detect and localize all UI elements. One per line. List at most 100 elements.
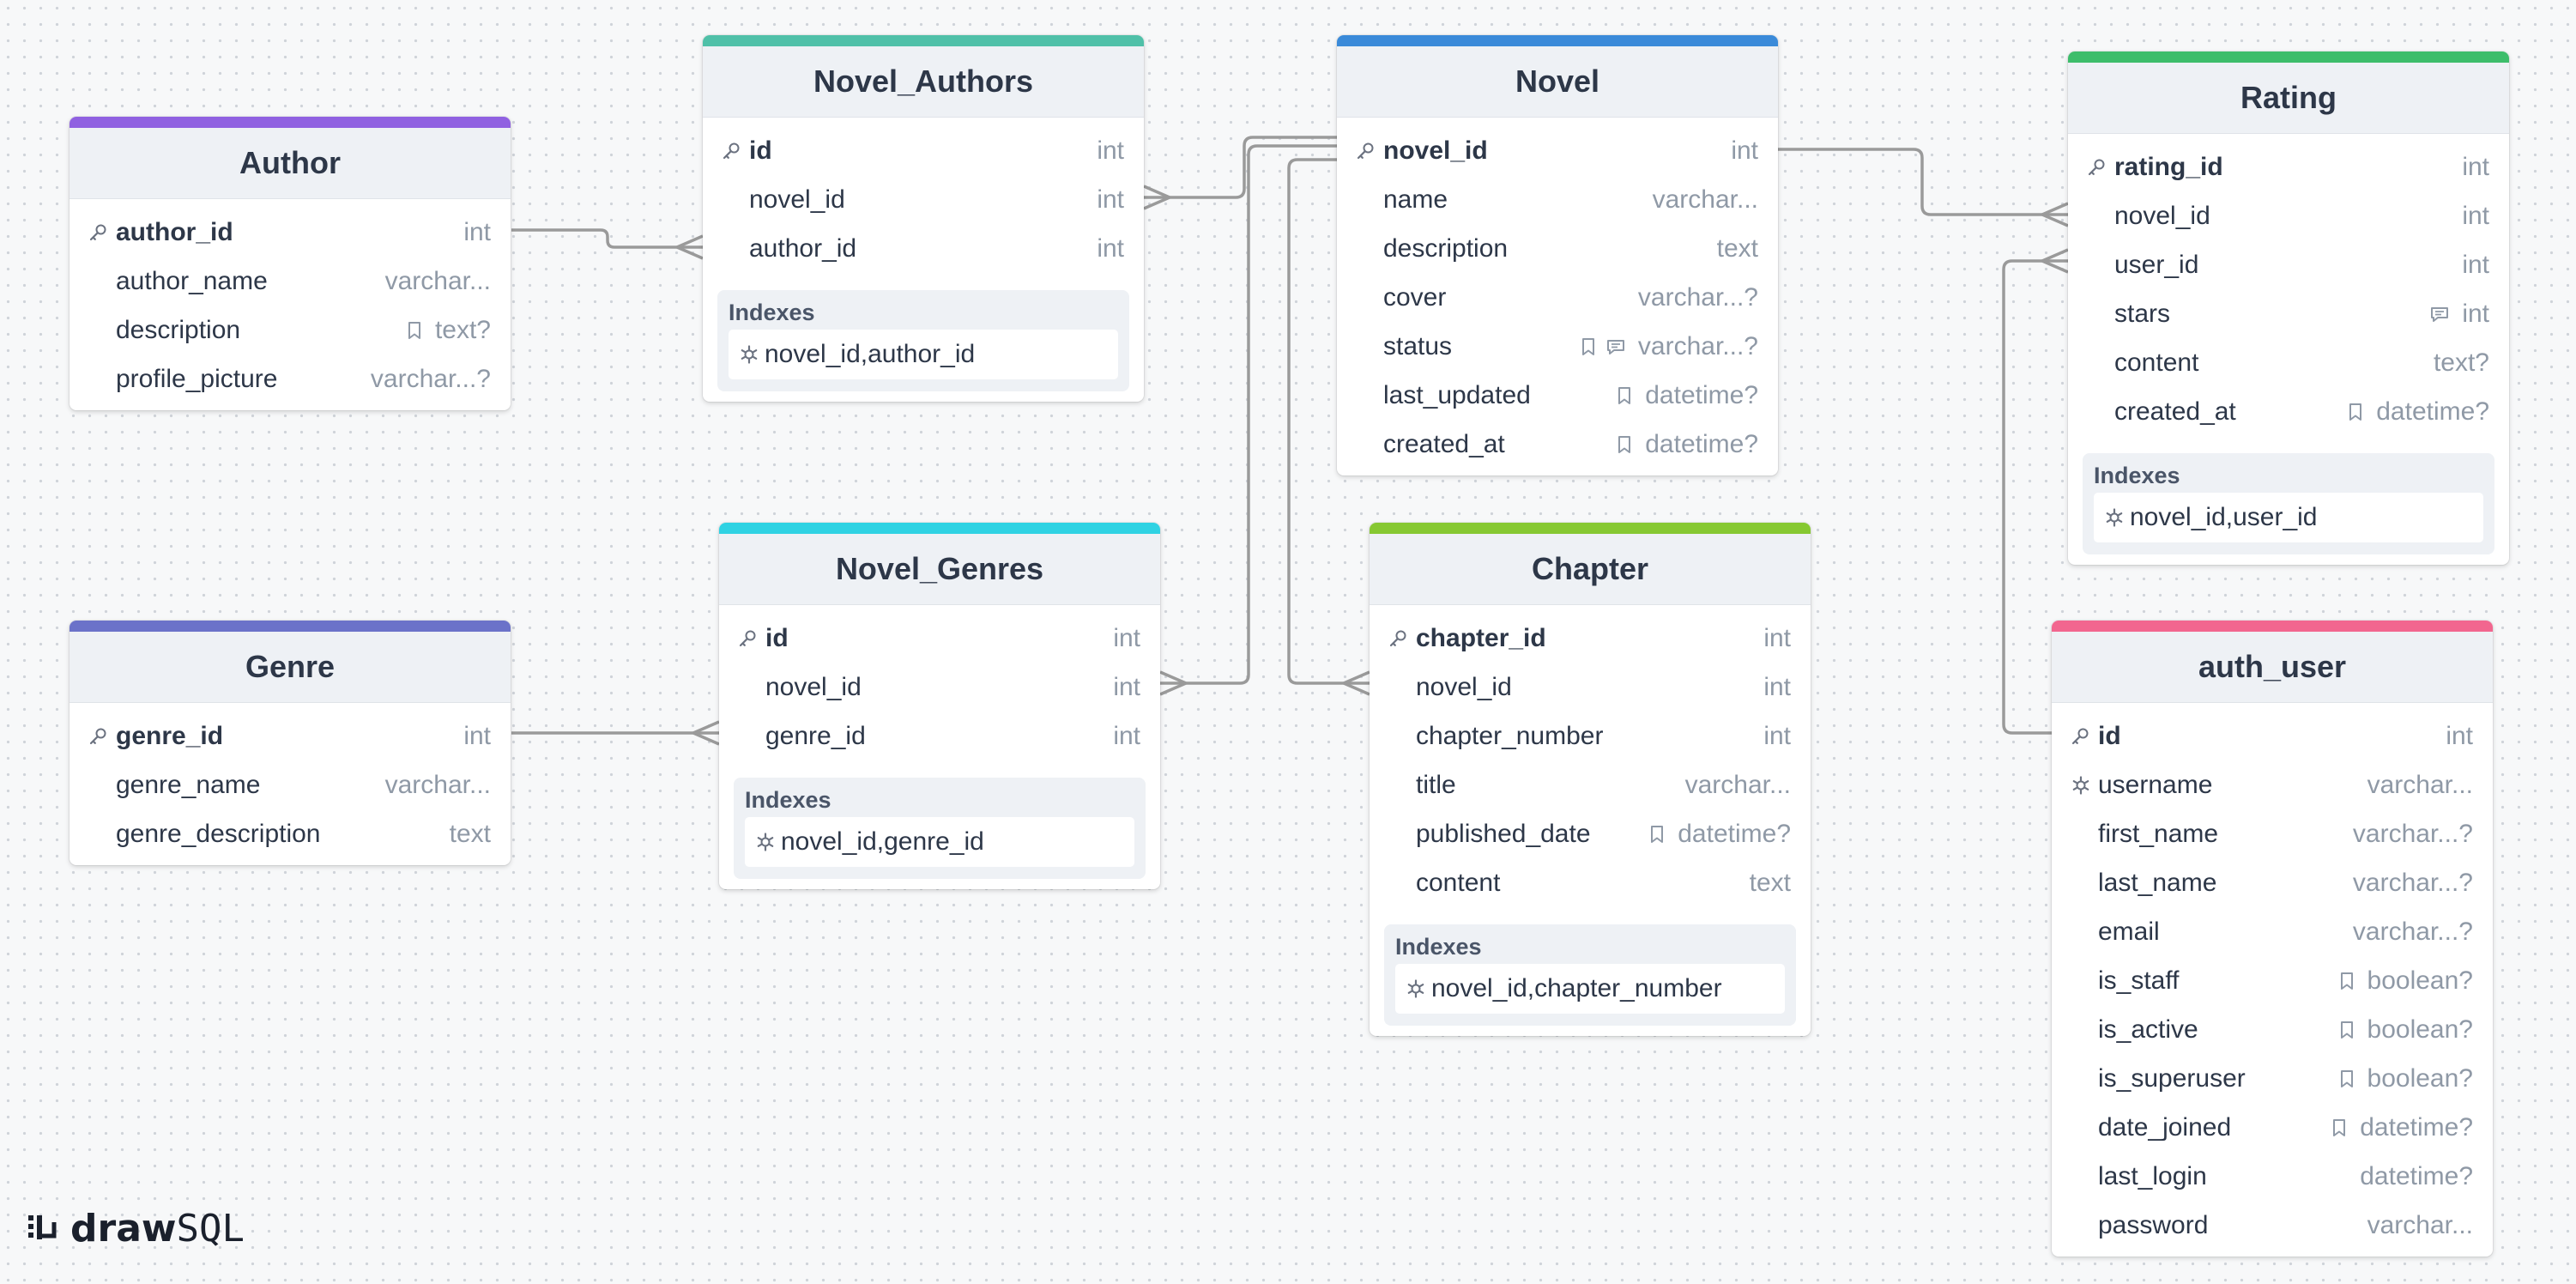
column-key-slot	[1388, 629, 1416, 648]
column-type: varchar...?	[1637, 282, 1758, 312]
column-flags	[2331, 1117, 2348, 1138]
rel-novel-chapter[interactable]	[1287, 158, 1370, 685]
column-name: novel_id	[749, 185, 845, 214]
table-title[interactable]: auth_user	[2052, 632, 2493, 703]
column-name: status	[1383, 331, 1453, 360]
table-title[interactable]: Chapter	[1370, 534, 1811, 605]
indexes-title: Indexes	[745, 787, 831, 813]
crowfoot-marker	[676, 234, 704, 260]
index-item[interactable]: novel_id,genre_id	[745, 817, 1134, 867]
column-type: int	[1097, 136, 1124, 165]
rel-novel-rating[interactable]	[1778, 148, 2068, 216]
column-row[interactable]: status varchar...?	[1337, 322, 1778, 371]
key-icon	[738, 629, 757, 648]
table-title[interactable]: Author	[70, 128, 511, 199]
indexes-title: Indexes	[2094, 463, 2180, 488]
key-icon	[2071, 727, 2089, 746]
column-type: int	[1113, 623, 1140, 652]
index-columns: novel_id,genre_id	[781, 827, 984, 856]
column-name: content	[2114, 348, 2199, 377]
key-icon	[88, 223, 107, 242]
rel-author-novel-authors[interactable]	[511, 228, 703, 249]
column-key-slot	[2071, 775, 2098, 796]
bookmark-icon	[2338, 1069, 2355, 1089]
column-flags	[2338, 1069, 2355, 1089]
drawsql-logo[interactable]: drawSQL	[26, 1207, 245, 1251]
column-flags	[1580, 336, 1626, 357]
column-name: genre_description	[116, 819, 321, 848]
table-title[interactable]: Genre	[70, 632, 511, 703]
column-flags	[2429, 304, 2450, 324]
index-item[interactable]: novel_id,chapter_number	[1395, 964, 1785, 1014]
table-title[interactable]: Novel	[1337, 46, 1778, 118]
rel-novel-novel-authors[interactable]	[1144, 136, 1337, 199]
column-type: varchar...?	[1637, 331, 1758, 360]
column-key-slot	[2087, 158, 2114, 177]
column-name: description	[116, 315, 241, 344]
column-type: varchar...	[384, 266, 491, 295]
table-title[interactable]: Rating	[2068, 63, 2509, 134]
index-item[interactable]: novel_id,author_id	[729, 330, 1118, 379]
rel-novel-novel-genres[interactable]	[1160, 144, 1337, 685]
rel-auth-user-rating[interactable]	[2002, 259, 2068, 735]
column-name: email	[2098, 917, 2160, 946]
table-title[interactable]: Novel_Genres	[719, 534, 1160, 605]
column-type: datetime?	[1645, 429, 1758, 458]
column-name: password	[2098, 1210, 2209, 1239]
table-color-bar	[70, 117, 511, 128]
index-item[interactable]: novel_id,user_id	[2094, 493, 2483, 542]
table-title[interactable]: Novel_Authors	[703, 46, 1144, 118]
